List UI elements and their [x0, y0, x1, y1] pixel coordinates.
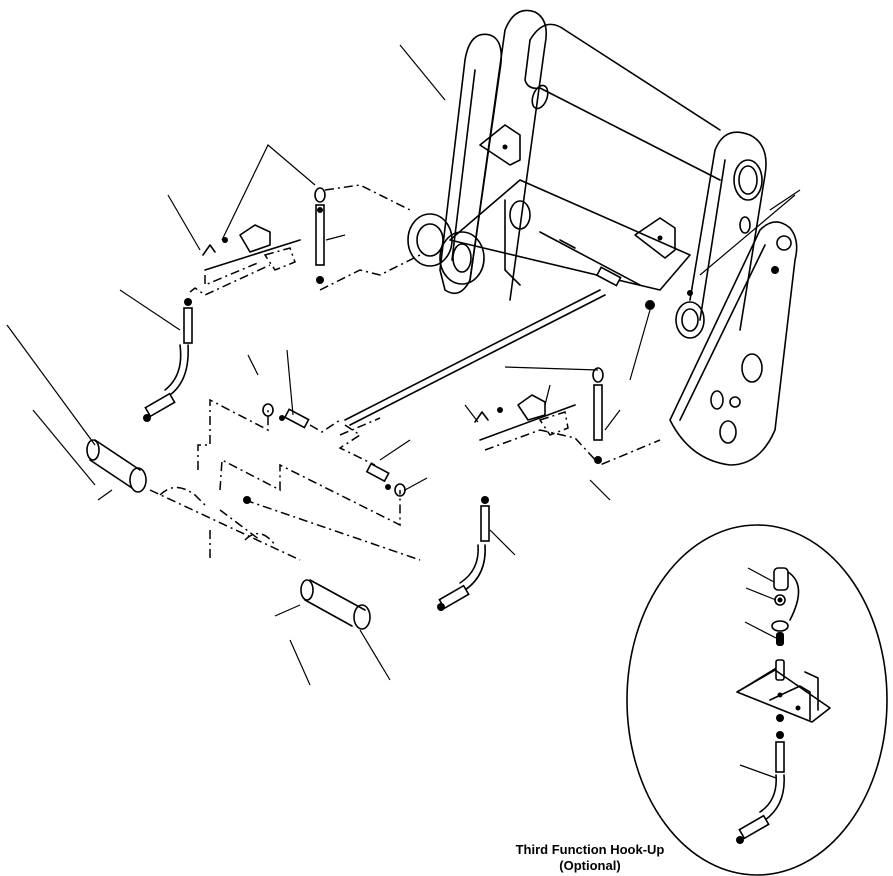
detail-inset: [626, 524, 888, 876]
hydraulic-hose-center: [437, 496, 490, 611]
quick-coupler-frame: [407, 9, 798, 466]
coupler-body: [149, 486, 301, 561]
coupler-sleeve-right: [274, 579, 371, 630]
hydraulic-tube: [339, 289, 606, 436]
hydraulic-hose-left: [143, 264, 271, 422]
inset-caption-title: Third Function Hook-Up: [515, 842, 665, 857]
inset-caption-subtitle: (Optional): [559, 858, 621, 873]
connector-paths: [197, 398, 421, 561]
coupler-sleeve-left: [86, 439, 147, 501]
bracket-left: [202, 184, 421, 291]
inset-caption: Third Function Hook-Up (Optional): [490, 842, 690, 874]
leader-lines: [6, 44, 801, 686]
bracket-right: [474, 367, 661, 466]
